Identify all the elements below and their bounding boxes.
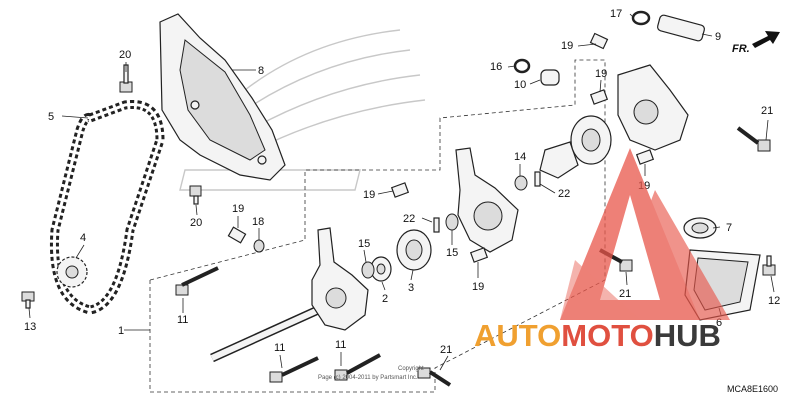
washer-15a: [361, 261, 375, 279]
collar-10: [540, 69, 560, 86]
pump-body-upper: [617, 64, 689, 151]
callout-21-a: 21: [761, 105, 773, 117]
callout-21-c: 21: [440, 344, 452, 356]
pin-22b: [534, 171, 541, 187]
washer-15b: [445, 213, 459, 231]
callout-19-f: 19: [472, 281, 484, 293]
pump-cover: [311, 227, 369, 331]
copyright-line-2: Page (c) 2004-2011 by Partsmart Inc.: [318, 375, 418, 381]
callout-19-d: 19: [363, 189, 375, 201]
callout-16: 16: [490, 61, 502, 73]
callout-15-b: 15: [446, 247, 458, 259]
callout-11-c: 11: [335, 339, 346, 351]
front-direction-indicator: FR.: [732, 31, 780, 55]
watermark-part-moto: MOTO: [561, 318, 653, 353]
drive-chain: [49, 99, 165, 315]
bolt-11-c: [334, 353, 381, 381]
dowel-19-mid: [390, 182, 410, 198]
bolt-21-right: [736, 126, 771, 152]
callout-8: 8: [258, 65, 264, 77]
watermark-text: AUTOMOTOHUB: [474, 318, 721, 353]
o-ring-16: [513, 58, 531, 74]
callout-19-b: 19: [595, 68, 607, 80]
bolt-21-bottom: [417, 367, 452, 387]
dowel-19-lower: [469, 247, 489, 263]
leader-lines: [28, 13, 775, 371]
bolt-20-lower: [189, 185, 202, 205]
callout-9: 9: [715, 31, 721, 43]
dowel-19-right: [635, 149, 655, 165]
rotor-upper-large: [570, 115, 612, 165]
svg-text:AUTOMOTOHUB: AUTOMOTOHUB: [474, 318, 721, 353]
callout-labels: 1 2 3 4 5 6 7 8 9 10 11 11 11 12 13 14 1…: [24, 8, 780, 356]
bolt-11-a: [175, 266, 219, 296]
callout-5: 5: [48, 111, 54, 123]
pump-shaft: [210, 305, 320, 363]
callout-13: 13: [24, 321, 36, 333]
direction-label: FR.: [732, 43, 750, 55]
strainer-seal: [683, 217, 717, 239]
assembly-frame: [149, 59, 606, 393]
front-arrow-icon: [752, 31, 780, 48]
pin-22a: [433, 217, 440, 233]
watermark-triangle-icon: [560, 148, 700, 320]
rotor-3: [396, 229, 432, 271]
pump-body-middle: [455, 147, 519, 253]
callout-21-b: 21: [619, 288, 631, 300]
outer-rotor-small: [370, 256, 392, 282]
callout-18: 18: [252, 216, 264, 228]
ring-17: [631, 10, 651, 26]
callout-15-a: 15: [358, 238, 370, 250]
callout-12: 12: [768, 295, 780, 307]
callout-11-a: 11: [177, 314, 188, 326]
callout-19-e: 19: [232, 203, 244, 215]
bolt-12: [762, 255, 776, 276]
bolt-11-b: [269, 356, 319, 383]
dowel-19-left: [227, 226, 247, 244]
callout-17: 17: [610, 8, 622, 20]
dowel-19-top: [589, 32, 609, 50]
callout-2: 2: [382, 293, 388, 305]
callout-19-a: 19: [561, 40, 573, 52]
washer-18: [253, 239, 265, 253]
callout-14: 14: [514, 151, 526, 163]
watermark-part-hub: HUB: [654, 318, 721, 353]
callout-10: 10: [514, 79, 526, 91]
callout-22-b: 22: [558, 188, 570, 200]
callout-22-a: 22: [403, 213, 415, 225]
callout-7: 7: [726, 222, 732, 234]
copyright-line-1: Copyright: [398, 366, 424, 372]
seal-14: [514, 175, 528, 191]
callout-20-b: 20: [190, 217, 202, 229]
callout-20-a: 20: [119, 49, 131, 61]
callout-11-b: 11: [274, 342, 285, 354]
rotor-upper-small: [539, 141, 579, 179]
callout-1: 1: [118, 325, 124, 337]
copyright-notice: Copyright Page (c) 2004-2011 by Partsmar…: [318, 366, 424, 381]
bolt-13: [21, 291, 35, 309]
callout-6: 6: [716, 317, 722, 329]
watermark-logo: [560, 148, 730, 320]
watermark-part-auto: AUTO: [474, 318, 561, 353]
callout-4: 4: [80, 232, 86, 244]
pipe-9: [657, 14, 705, 42]
callout-3: 3: [408, 282, 414, 294]
diagram-code: MCA8E1600: [727, 384, 778, 394]
dowel-19-upper-right: [589, 89, 609, 105]
chain-guide-plate: [159, 13, 286, 181]
sprocket: [56, 256, 88, 288]
